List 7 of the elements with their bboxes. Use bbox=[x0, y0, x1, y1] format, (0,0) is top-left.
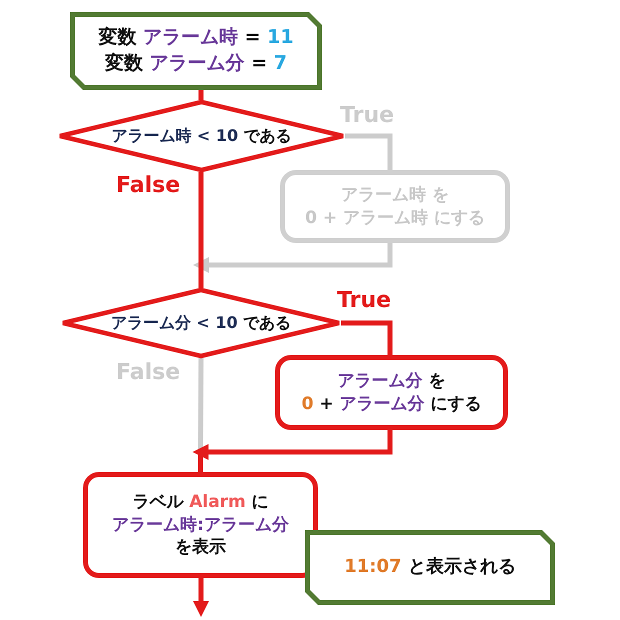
process-box: ラベル Alarm に アラーム時:アラーム分 を表示 bbox=[83, 472, 318, 578]
connector-arrow bbox=[193, 578, 209, 617]
start-box: 変数 アラーム時 = 11 変数 アラーム分 = 7 bbox=[70, 12, 322, 90]
output-note: 11:07 と表示される bbox=[305, 530, 555, 605]
connector-arrow bbox=[193, 243, 392, 273]
connector-arrow bbox=[192, 430, 392, 460]
process-box: アラーム分 を 0 + アラーム分 にする bbox=[275, 355, 508, 430]
